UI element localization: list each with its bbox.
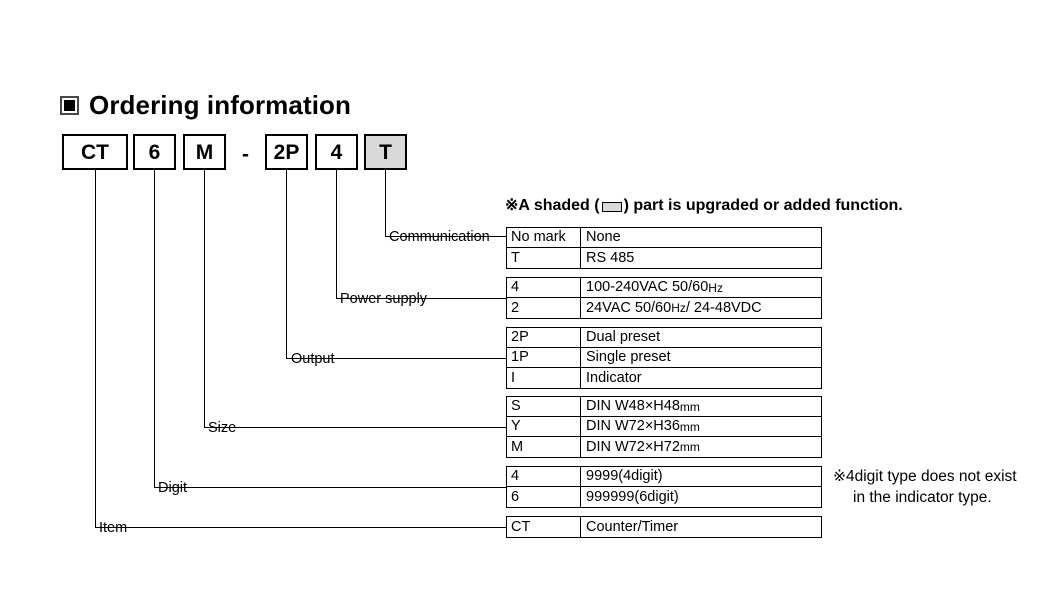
option-description: None [586,229,621,246]
shaded-note-prefix: ※A shaded ( [505,197,600,214]
digit-note-line2: in the indicator type. [853,489,992,506]
option-description-unit: mm [679,419,700,434]
table-row: 4 9999(4digit) [507,467,821,487]
code-box-output[interactable]: 2P [265,134,308,170]
leader-line-output-vertical [286,170,287,358]
option-code: CT [507,517,581,537]
option-description: RS 485 [586,249,635,266]
options-table-digit: 4 9999(4digit) 6 999999(6digit) [506,466,822,508]
leader-line-power-supply-vertical [336,170,337,298]
option-description-main: 100-240VAC 50/60 [586,279,709,296]
table-row: 2P Dual preset [507,328,821,348]
digit-note-line1: ※4digit type does not exist [833,468,1017,485]
code-box-item[interactable]: CT [62,134,128,170]
code-box-communication[interactable]: T [364,134,407,170]
table-row: No mark None [507,228,821,248]
leader-line-communication-vertical [385,170,386,236]
page-title: Ordering information [60,92,351,118]
shaded-part-note: ※A shaded ( ) part is upgraded or added … [505,198,903,214]
leader-line-output-horizontal [286,358,506,359]
table-row: T RS 485 [507,248,821,268]
leader-label-digit: Digit [158,480,188,496]
option-code: 6 [507,487,581,507]
table-row: CT Counter/Timer [507,517,821,537]
option-description: Single preset [586,349,671,366]
option-description-unit: mm [679,440,700,454]
option-description-tail: / 24-48VDC [685,299,762,316]
option-description: 9999(4digit) [586,468,663,485]
option-code: 2 [507,298,581,318]
leader-line-item-vertical [95,170,96,527]
shaded-note-suffix: ) part is upgraded or added function. [623,197,903,214]
option-description: 999999(6digit) [586,488,679,505]
option-description-main: 24VAC 50/60 [586,299,672,316]
leader-line-power-supply-horizontal [336,298,506,299]
leader-line-size-vertical [204,170,205,427]
leader-label-item: Item [99,520,128,536]
leader-line-size-horizontal [204,427,506,428]
option-code: M [507,437,581,457]
option-code: 2P [507,328,581,347]
option-description-main: DIN W72×H36 [586,418,680,435]
leader-line-item-horizontal [95,527,506,528]
option-description-main: DIN W72×H72 [586,438,680,455]
leader-line-communication-horizontal [385,236,506,237]
leader-label-communication: Communication [389,229,490,245]
leader-label-power-supply: Power supply [340,291,428,307]
option-description: Dual preset [586,329,661,346]
table-row: I Indicator [507,368,821,388]
table-row: 1P Single preset [507,348,821,368]
filled-square-bullet-icon [60,95,79,115]
options-table-communication: No mark None T RS 485 [506,227,822,269]
option-description: Counter/Timer [586,518,679,535]
leader-label-size: Size [208,420,237,436]
page-title-text: Ordering information [89,90,351,120]
leader-line-digit-vertical [154,170,155,487]
option-description-unit: Hz [671,301,686,315]
option-description-main: DIN W48×H48 [586,398,680,415]
option-code: I [507,368,581,388]
code-separator-dash: - [242,143,249,166]
leader-label-output: Output [291,351,335,367]
table-row: 6 999999(6digit) [507,487,821,507]
option-code: Y [507,417,581,436]
option-code: 4 [507,467,581,486]
digit-type-note: ※4digit type does not exist in the indic… [833,466,1017,508]
shaded-swatch-icon [601,202,622,212]
option-description-unit: mm [679,399,700,414]
code-box-power-supply[interactable]: 4 [315,134,358,170]
code-box-size[interactable]: M [183,134,226,170]
code-box-digit[interactable]: 6 [133,134,176,170]
option-code: 4 [507,278,581,297]
options-table-output: 2P Dual preset 1P Single preset I Indica… [506,327,822,389]
options-table-item: CT Counter/Timer [506,516,822,538]
option-description: Indicator [586,369,642,386]
option-description-unit: Hz [708,280,723,295]
leader-line-digit-horizontal [154,487,506,488]
option-code: S [507,397,581,416]
option-code: T [507,248,581,268]
option-code: 1P [507,348,581,367]
option-code: No mark [507,228,581,247]
